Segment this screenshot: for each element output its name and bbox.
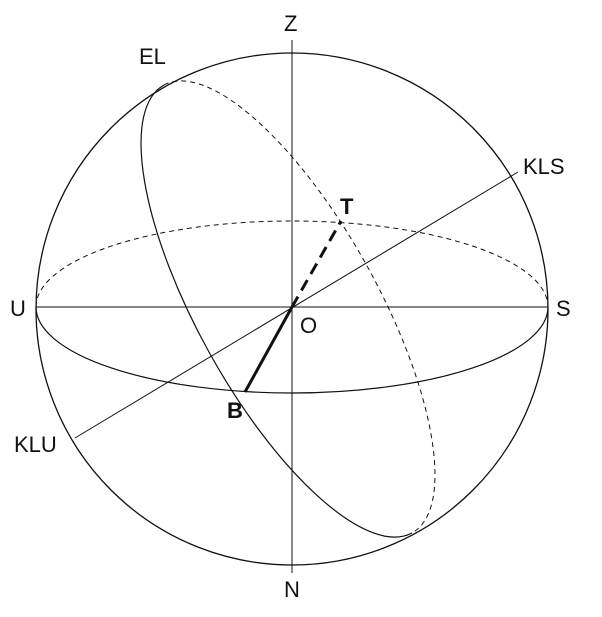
tilted-circle-front-arc [140, 84, 413, 538]
label-klu: KLU [14, 432, 57, 457]
label-zenith: Z [284, 11, 297, 36]
tilted-axis [74, 171, 519, 439]
label-nadir: N [284, 577, 300, 602]
label-kls: KLS [523, 154, 565, 179]
label-t: T [340, 194, 354, 219]
label-b: B [227, 398, 243, 423]
label-el: EL [139, 44, 166, 69]
label-u: U [10, 296, 26, 321]
segment-ot [290, 220, 343, 308]
label-o: O [300, 313, 317, 338]
tilted-circle-back-arc [163, 80, 436, 534]
label-s: S [556, 296, 571, 321]
segment-ob [243, 306, 294, 393]
horizon-front-arc [35, 306, 549, 394]
